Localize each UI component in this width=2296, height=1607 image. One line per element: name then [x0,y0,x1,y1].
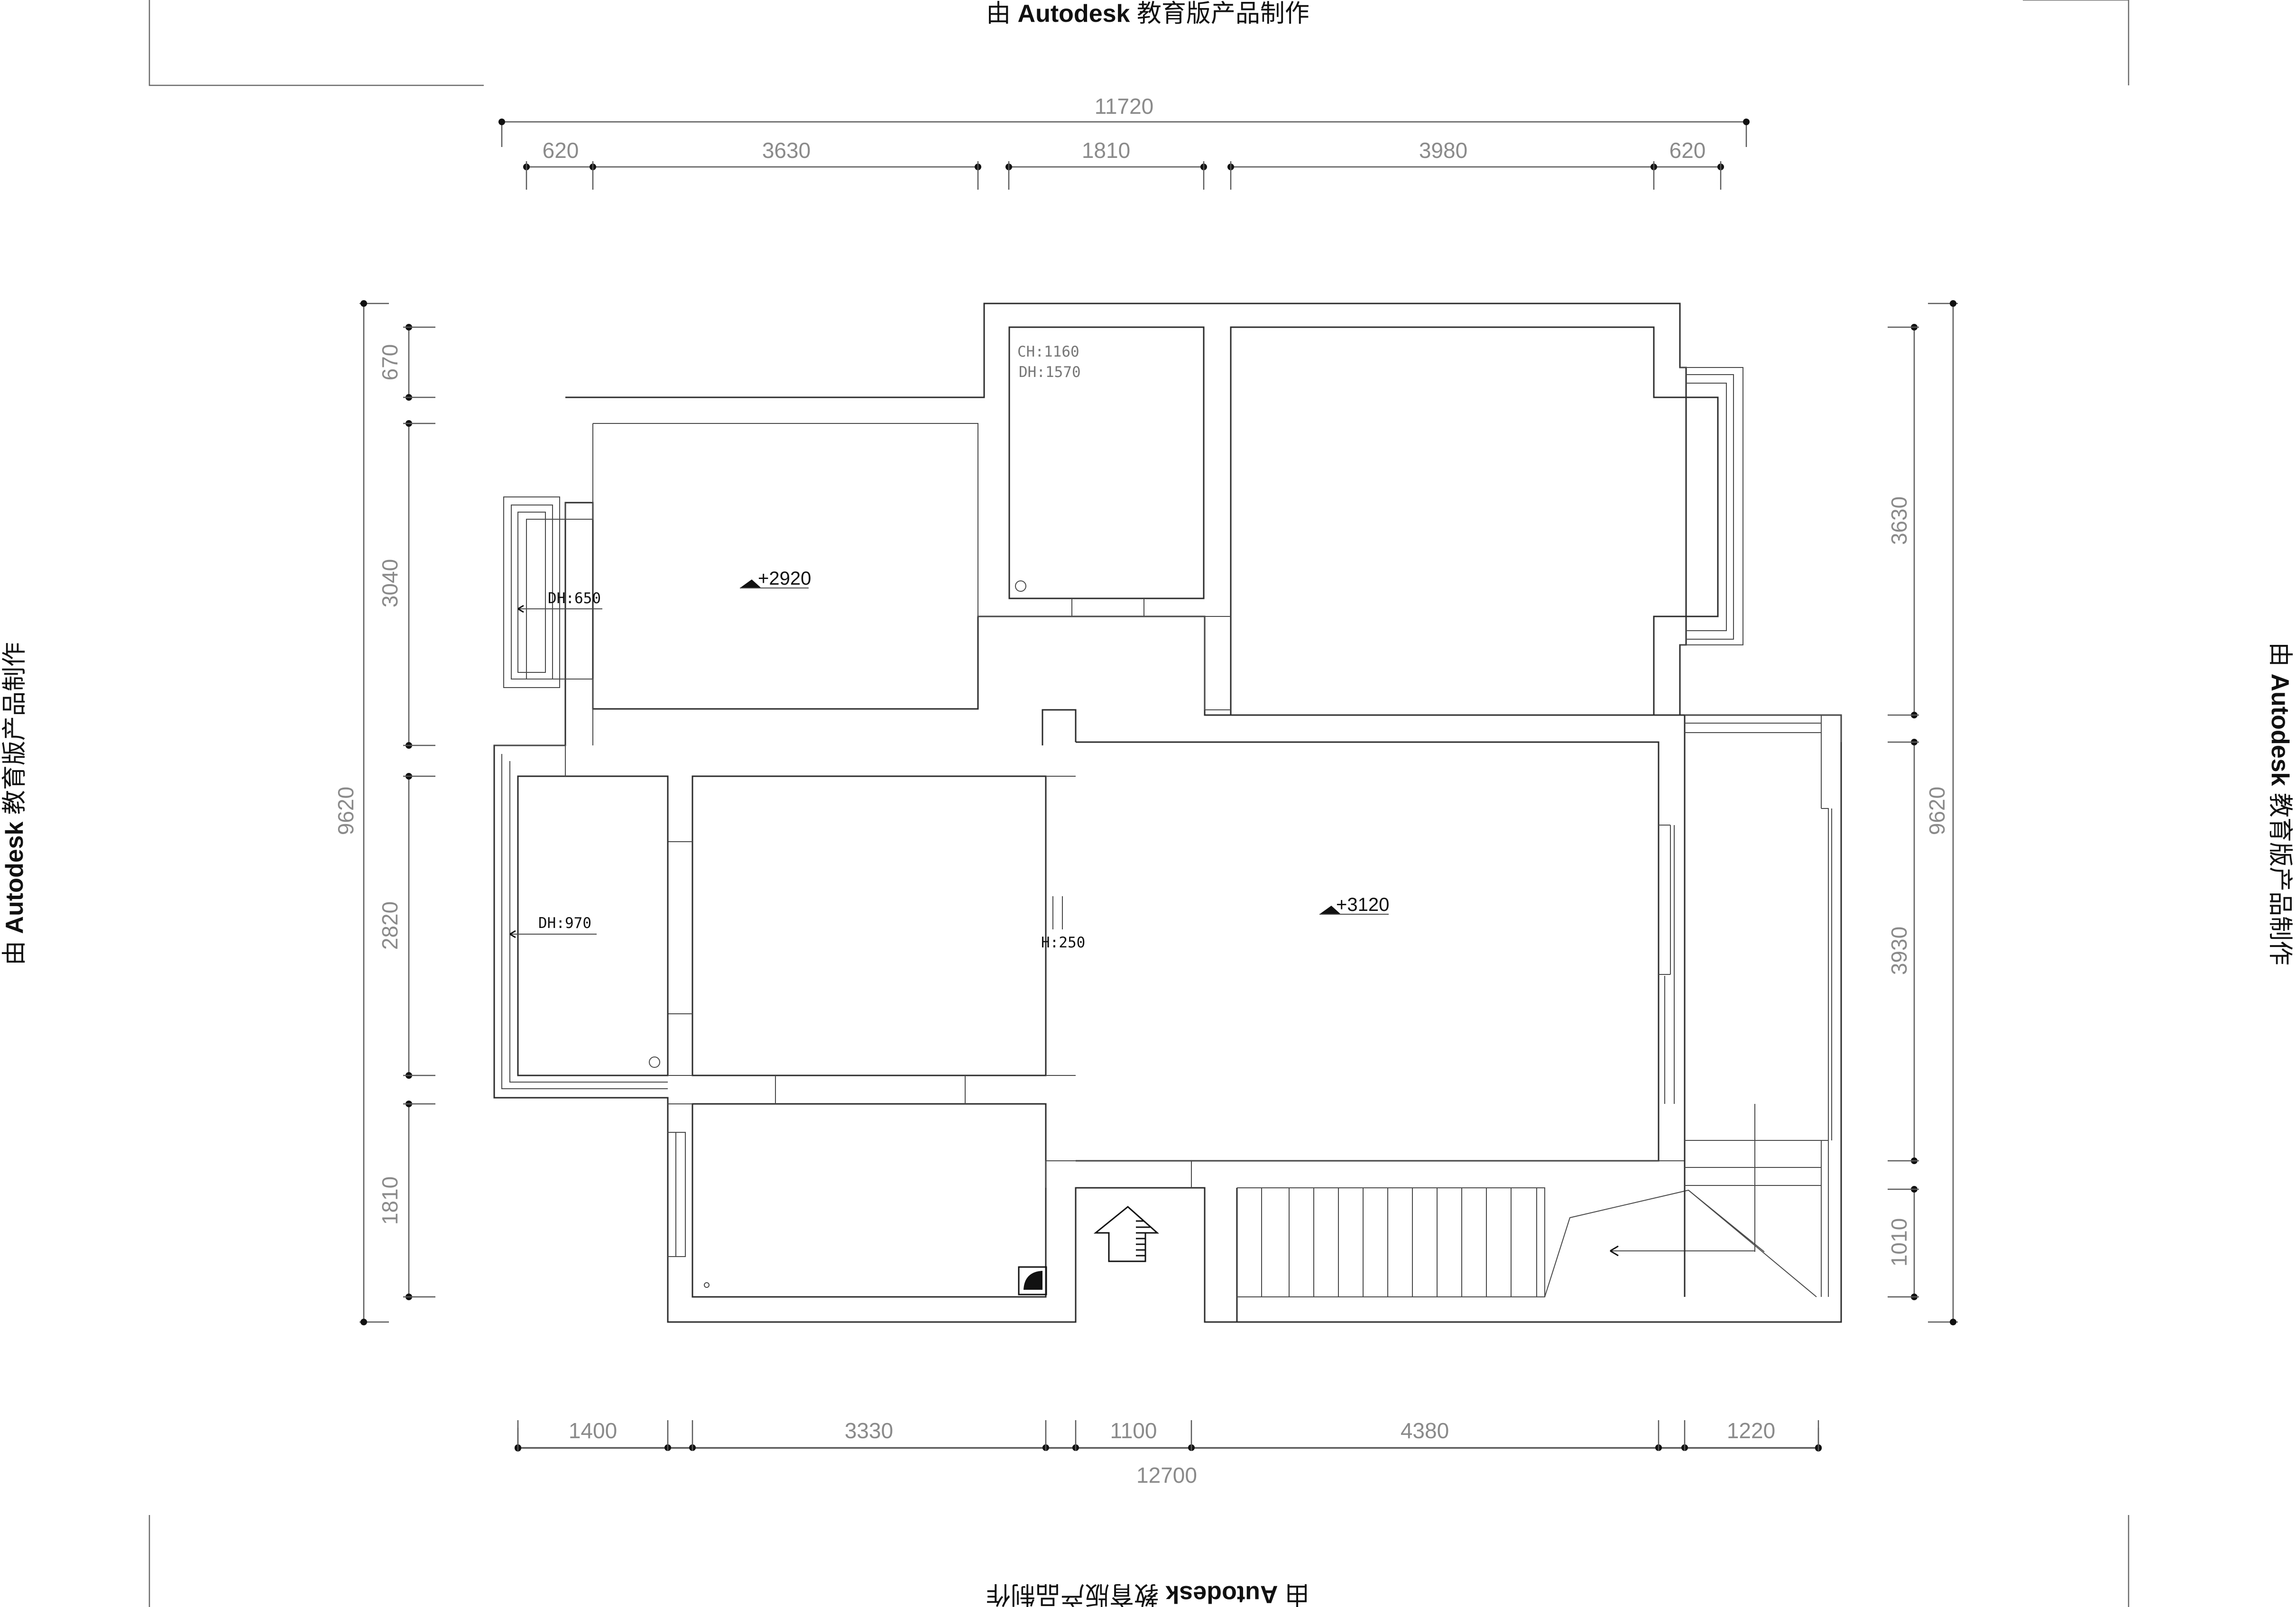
annotation-h-250: H:250 [1041,934,1085,951]
dim-right-total: 9620 [1925,787,1949,835]
dim-top-seg-5: 620 [1669,138,1706,163]
annotation-dh-970: DH:970 [509,915,597,938]
dim-bottom-seg-2: 3330 [845,1418,893,1443]
dim-bottom-seg-5: 1220 [1727,1418,1775,1443]
dim-left-seg-4: 1810 [378,1176,402,1225]
room-middle-left [692,775,1047,1076]
dim-right-seg-3: 1010 [1887,1218,1911,1267]
room-main [1076,741,1660,1162]
entry-arrow-icon [1093,1206,1159,1262]
dim-bottom-seg-3: 1100 [1110,1418,1157,1443]
watermark-right: 由 Autodesk 教育版产品制作 [2266,642,2294,965]
dim-right-seg-2: 3930 [1887,927,1911,975]
dimension-left: 9620 670 3040 2820 1810 [333,300,435,1325]
level-marker-2920: +2920 [740,568,811,589]
svg-text:DH:650: DH:650 [548,590,601,607]
dim-top-seg-3: 1810 [1082,138,1130,163]
note-dh-1570: DH:1570 [1019,364,1081,381]
annotation-dh-650: DH:650 [517,590,602,613]
svg-text:+3120: +3120 [1336,894,1389,915]
dim-top-total: 11720 [1095,94,1154,119]
watermark-bottom: 由 Autodesk 教育版产品制作 [986,1580,1309,1607]
level-marker-3120: +3120 [1319,894,1389,915]
room-upper-left [493,303,1842,1323]
svg-text:DH:970: DH:970 [538,915,591,932]
shower-corner-icon [1018,1266,1047,1295]
dim-bottom-seg-4: 4380 [1401,1418,1449,1443]
dim-bottom-total: 12700 [1136,1463,1197,1488]
dim-left-seg-2: 3040 [378,559,402,607]
floor-plan: CH:1160 DH:1570 [493,303,1842,1323]
room-top-middle [1008,326,1205,599]
staircase [1236,1187,1841,1323]
dim-bottom-seg-1: 1400 [569,1418,617,1443]
dim-top-seg-4: 3980 [1419,138,1467,163]
dimension-right: 9620 3630 3930 1010 [1887,300,1958,1325]
svg-text:+2920: +2920 [758,568,811,589]
dim-left-seg-1: 670 [378,344,402,381]
watermark-top: 由 Autodesk 教育版产品制作 [986,0,1309,28]
dim-left-total: 9620 [333,787,358,835]
dimension-bottom: 12700 1400 3330 1100 4380 1220 [515,1418,1822,1488]
dim-right-seg-1: 3630 [1887,496,1911,545]
room-bottom-left [692,1103,1047,1298]
room-top-right [1230,326,1719,716]
watermark-left: 由 Autodesk 教育版产品制作 [1,642,28,965]
dim-top-seg-2: 3630 [762,138,811,163]
room-right-balcony [1684,715,1842,1297]
dim-top-seg-1: 620 [543,138,579,163]
note-ch-1160: CH:1160 [1017,343,1079,360]
sheet-frame [148,0,2130,1607]
dim-left-seg-3: 2820 [378,901,402,950]
dimension-top: 11720 620 3630 1810 3980 620 [498,94,1750,190]
svg-text:H:250: H:250 [1041,934,1085,951]
